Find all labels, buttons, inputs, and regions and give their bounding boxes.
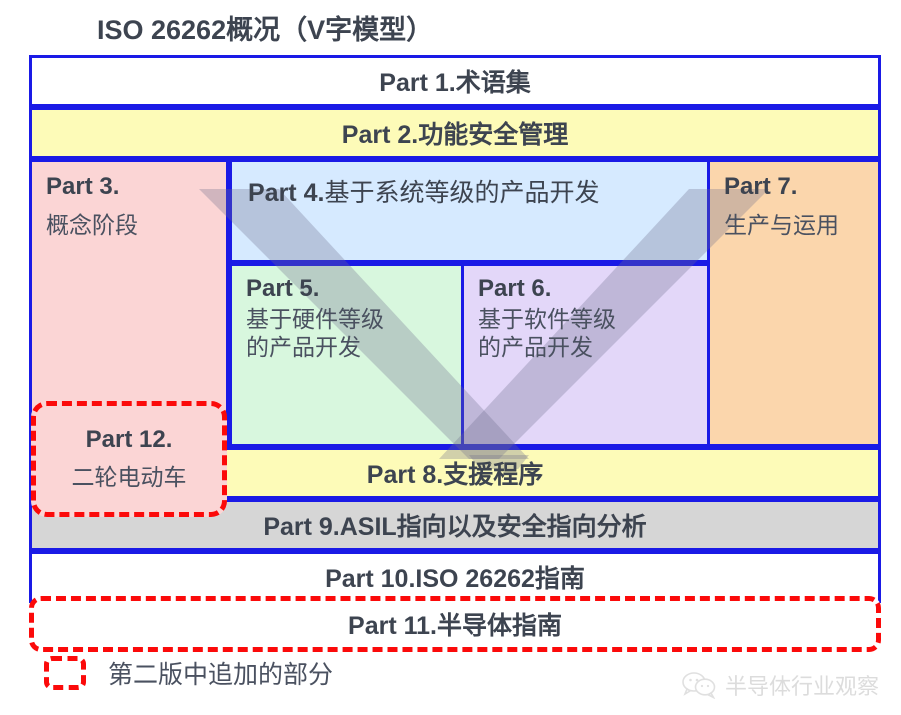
row-part-11-label: Part 11.半导体指南: [348, 612, 562, 640]
cell-part-12-subtitle: 二轮电动车: [71, 464, 187, 490]
cell-part-5-subtitle-line1: 基于硬件等级: [246, 306, 384, 332]
iso26262-v-model-diagram: Part 1.术语集 Part 2.功能安全管理 Part 3. 概念阶段 Pa…: [29, 55, 881, 652]
row-part-10-label: Part 10.ISO 26262指南: [325, 565, 585, 593]
cell-part-12-title: Part 12.: [85, 426, 173, 453]
cell-part-6-title: Part 6.: [478, 275, 552, 302]
watermark-label: 半导体行业观察: [724, 674, 879, 699]
watermark: 半导体行业观察: [682, 669, 879, 701]
cell-part-4-subtitle: 基于系统等级的产品开发: [324, 179, 600, 207]
middle-band: Part 3. 概念阶段 Part 4.基于系统等级的产品开发 Part 5. …: [29, 159, 881, 517]
row-part-2-label: Part 2.功能安全管理: [341, 121, 569, 149]
cell-part-5: Part 5. 基于硬件等级 的产品开发: [229, 263, 464, 447]
cell-part-7: Part 7. 生产与运用: [707, 159, 881, 447]
cell-part-4-label: Part 4.基于系统等级的产品开发: [248, 173, 707, 209]
wechat-bubbles-icon: [682, 672, 716, 699]
row-part-11: Part 11.半导体指南: [29, 596, 881, 652]
row-part-1: Part 1.术语集: [29, 55, 881, 107]
cell-part-4: Part 4.基于系统等级的产品开发: [229, 159, 710, 263]
cell-part-3-subtitle: 概念阶段: [46, 212, 138, 238]
row-part-8-label: Part 8.支援程序: [366, 461, 544, 489]
cell-part-4-title: Part 4.: [248, 179, 325, 207]
legend: 第二版中追加的部分: [44, 655, 333, 691]
cell-part-3: Part 3. 概念阶段: [29, 159, 229, 447]
cell-part-3-title: Part 3.: [46, 173, 120, 200]
cell-part-5-title: Part 5.: [246, 275, 320, 302]
cell-part-5-subtitle-line2: 的产品开发: [246, 334, 361, 361]
row-part-2: Part 2.功能安全管理: [29, 107, 881, 159]
cell-part-7-subtitle: 生产与运用: [724, 212, 839, 238]
cell-part-6-subtitle-line2: 的产品开发: [478, 334, 593, 361]
cell-part-6-subtitle-line1: 基于软件等级: [478, 306, 616, 332]
legend-label: 第二版中追加的部分: [108, 661, 334, 689]
page-title: ISO 26262概况（V字模型）: [97, 15, 434, 45]
cell-part-12: Part 12. 二轮电动车: [31, 401, 227, 517]
row-part-1-label: Part 1.术语集: [379, 69, 531, 97]
row-part-9-label: Part 9.ASIL指向以及安全指向分析: [263, 513, 647, 541]
cell-part-7-title: Part 7.: [724, 173, 798, 200]
dashed-rounded-box-icon: [44, 656, 86, 690]
cell-part-6: Part 6. 基于软件等级 的产品开发: [461, 263, 710, 447]
